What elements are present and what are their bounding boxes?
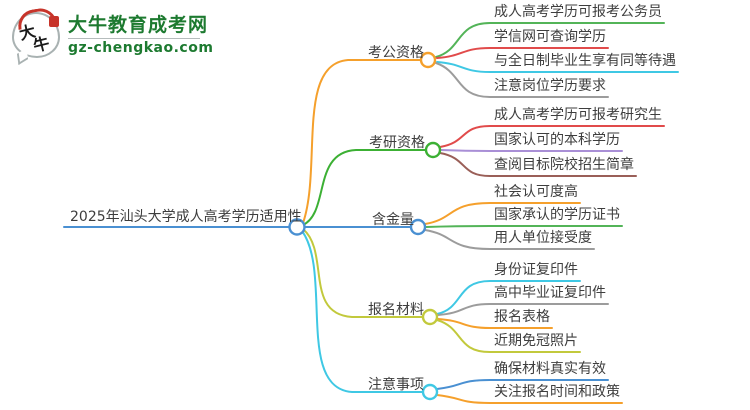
site-name: 大牛教育成考网 bbox=[68, 14, 209, 36]
leaf-label: 确保材料真实有效 bbox=[494, 361, 606, 377]
leaf-label: 学信网可查询学历 bbox=[494, 29, 606, 45]
leaf-line bbox=[436, 280, 581, 315]
logo-seal-icon bbox=[49, 16, 59, 27]
leaf-line bbox=[435, 62, 609, 98]
leaf-line bbox=[439, 152, 637, 177]
leaf-label: 国家认可的本科学历 bbox=[494, 132, 620, 148]
leaf-line bbox=[425, 225, 623, 228]
branch-node-hanjinliang bbox=[409, 218, 427, 236]
leaf-line bbox=[437, 303, 609, 316]
leaf-line bbox=[436, 61, 679, 73]
logo-char: 牛 bbox=[31, 33, 52, 56]
branch-label-zhuyi: 注意事项 bbox=[368, 377, 424, 393]
branch-node-zhuyi bbox=[421, 383, 439, 401]
leaf-line bbox=[436, 319, 581, 353]
leaf-line bbox=[439, 125, 665, 148]
site-domain: gz-chengkao.com bbox=[68, 40, 214, 56]
leaf-label: 成人高考学历可报考公务员 bbox=[494, 4, 662, 20]
leaf-label: 近期免冠照片 bbox=[494, 333, 578, 349]
branch-label-hanjinliang: 含金量 bbox=[372, 212, 414, 228]
branch-label-kaogong: 考公资格 bbox=[368, 45, 424, 61]
central-node bbox=[288, 218, 306, 236]
leaf-line bbox=[435, 22, 665, 58]
leaf-label: 高中毕业证复印件 bbox=[494, 285, 606, 301]
branch-node-kaoyan bbox=[424, 141, 442, 159]
leaf-line bbox=[437, 318, 553, 329]
leaf-line bbox=[424, 229, 595, 250]
leaf-label: 成人高考学历可报考研究生 bbox=[494, 107, 662, 123]
leaf-line bbox=[436, 394, 623, 404]
leaf-label: 社会认可度高 bbox=[494, 184, 578, 200]
leaf-label: 用人单位接受度 bbox=[494, 230, 592, 246]
leaf-line bbox=[436, 47, 609, 59]
logo-text-block: 大牛教育成考网 gz-chengkao.com bbox=[68, 14, 213, 56]
leaf-label: 与全日制毕业生享有同等待遇 bbox=[494, 53, 676, 69]
site-logo: 大 牛 大牛教育成考网 gz-chengkao.com bbox=[12, 6, 213, 66]
branch-node-kaogong bbox=[419, 51, 437, 69]
branch-line-baoming bbox=[302, 228, 424, 318]
leaf-line bbox=[440, 149, 623, 152]
leaf-line bbox=[424, 202, 581, 225]
central-topic-label: 2025年汕头大学成人高考学历适用性 bbox=[70, 209, 302, 225]
leaf-label: 身份证复印件 bbox=[494, 262, 578, 278]
branch-label-kaoyan: 考研资格 bbox=[369, 135, 425, 151]
leaf-label: 报名表格 bbox=[494, 309, 550, 325]
leaf-label: 关注报名时间和政策 bbox=[494, 384, 620, 400]
logo-divider bbox=[68, 38, 200, 39]
leaf-label: 查阅目标院校招生简章 bbox=[494, 157, 634, 173]
branch-node-baoming bbox=[421, 308, 439, 326]
branch-line-kaogong bbox=[302, 59, 422, 224]
leaf-line bbox=[436, 379, 609, 390]
branch-line-kaoyan bbox=[302, 149, 427, 226]
branch-label-baoming: 报名材料 bbox=[368, 302, 424, 318]
leaf-label: 注意岗位学历要求 bbox=[494, 78, 606, 94]
logo-bubble-icon: 大 牛 bbox=[12, 6, 60, 66]
branch-line-zhuyi bbox=[301, 230, 424, 393]
leaf-label: 国家承认的学历证书 bbox=[494, 207, 620, 223]
